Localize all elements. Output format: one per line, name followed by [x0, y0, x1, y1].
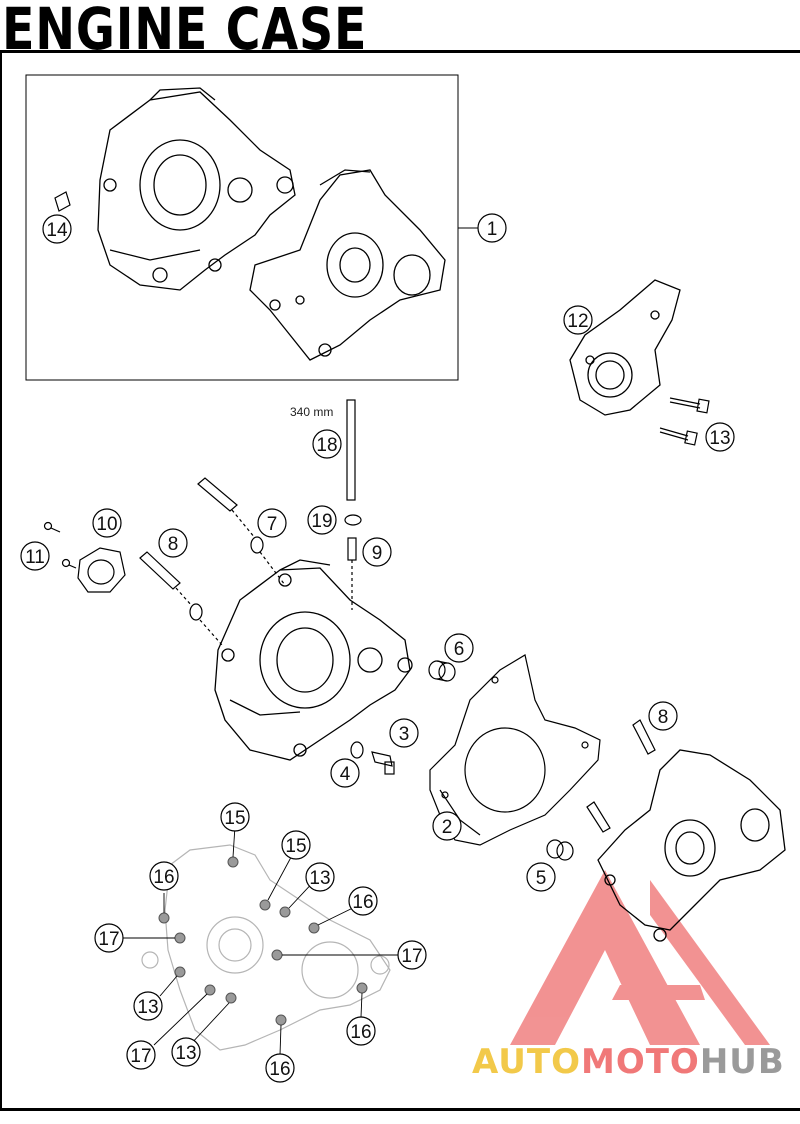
case-half-right-top — [249, 169, 446, 361]
callout-13-c: 13 — [171, 1037, 201, 1067]
callout-4: 4 — [330, 758, 360, 788]
callout-6: 6 — [444, 633, 474, 663]
washer-4 — [350, 741, 364, 759]
svg-text:15: 15 — [285, 836, 306, 857]
stud-8-left — [139, 551, 223, 646]
callout-17-b: 17 — [397, 940, 427, 970]
svg-text:13: 13 — [309, 868, 330, 889]
svg-text:8: 8 — [658, 707, 669, 728]
svg-text:12: 12 — [567, 311, 588, 332]
nipple-9 — [347, 537, 357, 610]
callout-8-right: 8 — [648, 701, 678, 731]
stud-7 — [197, 477, 286, 586]
svg-text:7: 7 — [267, 514, 278, 535]
watermark-text: AUTOMOTOHUB — [472, 1042, 785, 1082]
callout-12: 12 — [563, 305, 593, 335]
breather-hose-18 — [346, 399, 356, 501]
case-half-right-lower — [597, 749, 786, 942]
callout-17-a: 17 — [94, 923, 124, 953]
bushing-6 — [428, 660, 456, 682]
svg-text:15: 15 — [224, 808, 245, 829]
callout-2: 2 — [432, 811, 462, 841]
svg-text:16: 16 — [269, 1059, 290, 1080]
ignition-cover-12 — [569, 279, 681, 416]
callout-3: 3 — [389, 718, 419, 748]
svg-text:17: 17 — [130, 1046, 151, 1067]
watermark-logo — [510, 870, 770, 1045]
svg-text:4: 4 — [340, 764, 351, 785]
callout-16-d: 16 — [265, 1053, 295, 1083]
callout-19: 19 — [307, 505, 337, 535]
svg-text:19: 19 — [311, 511, 332, 532]
page-title: ENGINE CASE — [2, 0, 368, 63]
svg-text:2: 2 — [442, 817, 453, 838]
top-rule — [0, 50, 800, 53]
svg-text:17: 17 — [98, 929, 119, 950]
callout-15-b: 15 — [281, 830, 311, 860]
callout-10: 10 — [92, 508, 122, 538]
callout-18: 18 — [312, 429, 342, 459]
svg-text:13: 13 — [137, 997, 158, 1018]
callout-17-c: 17 — [126, 1040, 156, 1070]
svg-text:1: 1 — [487, 219, 498, 240]
dowel-pin-14 — [54, 191, 71, 212]
callout-16-b: 16 — [348, 886, 378, 916]
bottom-rule — [0, 1108, 800, 1111]
left-frame-line — [0, 52, 2, 1110]
screws-11 — [43, 521, 77, 569]
case-screws — [158, 856, 368, 1026]
stud-8-right — [586, 719, 656, 833]
clamp-19 — [344, 514, 362, 526]
callout-9: 9 — [362, 537, 392, 567]
drain-plug-3 — [371, 751, 395, 775]
svg-text:5: 5 — [536, 868, 547, 889]
svg-text:13: 13 — [175, 1043, 196, 1064]
svg-text:9: 9 — [372, 543, 383, 564]
screws-13-cover — [659, 397, 710, 446]
dimension-label: 340 mm — [290, 405, 333, 419]
svg-text:17: 17 — [401, 946, 422, 967]
case-half-middle — [214, 559, 413, 761]
svg-text:8: 8 — [168, 534, 179, 555]
svg-text:13: 13 — [709, 428, 730, 449]
case-half-left-top — [97, 87, 296, 291]
svg-text:16: 16 — [352, 892, 373, 913]
bushing-5 — [546, 839, 574, 861]
callout-15-a: 15 — [220, 802, 250, 832]
callout-7: 7 — [257, 508, 287, 538]
callout-8-left: 8 — [158, 528, 188, 558]
svg-text:11: 11 — [25, 547, 45, 568]
callout-13-b: 13 — [133, 991, 163, 1021]
callout-14: 14 — [42, 214, 72, 244]
callout-1: 1 — [477, 213, 507, 243]
callout-5: 5 — [526, 862, 556, 892]
gasket-cover-10 — [77, 547, 126, 593]
callout-13-a: 13 — [305, 862, 335, 892]
svg-text:10: 10 — [96, 514, 117, 535]
svg-text:6: 6 — [454, 639, 465, 660]
case-outer-view-faded — [141, 844, 391, 1051]
case-assembly-box — [25, 74, 459, 381]
svg-text:16: 16 — [153, 867, 174, 888]
svg-text:18: 18 — [316, 435, 337, 456]
svg-text:14: 14 — [46, 220, 68, 241]
callout-11: 11 — [20, 541, 50, 571]
callout-13-cover: 13 — [705, 422, 735, 452]
svg-text:16: 16 — [350, 1022, 371, 1043]
svg-text:3: 3 — [399, 724, 410, 745]
callout-16-a: 16 — [149, 861, 179, 891]
callout-16-c: 16 — [346, 1016, 376, 1046]
